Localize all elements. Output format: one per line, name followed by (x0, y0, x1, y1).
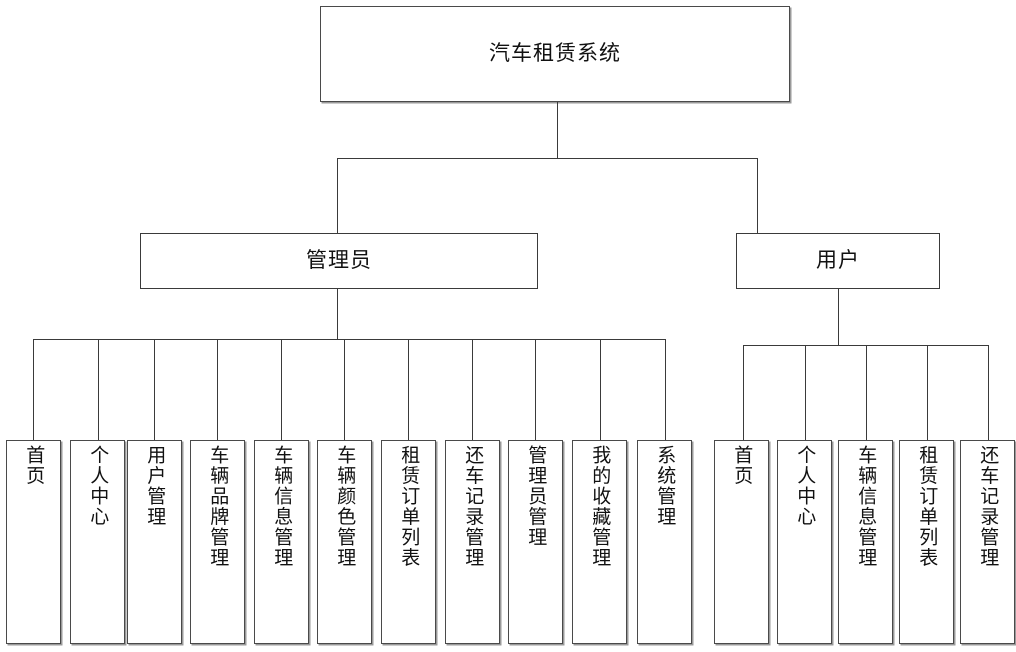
leaf-admin-vehicle-brand-management-label: 车辆品牌管理 (207, 445, 230, 568)
leaf-user-return-record-management-label: 还车记录管理 (977, 445, 1000, 568)
leaf-admin-personal-center-label: 个人中心 (87, 445, 110, 527)
leaf-admin-vehicle-info-management[interactable]: 车辆信息管理 (254, 440, 309, 644)
connector-user-drop-1 (743, 345, 744, 440)
leaf-user-personal-center-label: 个人中心 (794, 445, 817, 527)
leaf-admin-administrator-management[interactable]: 管理员管理 (508, 440, 563, 644)
leaf-admin-home[interactable]: 首页 (6, 440, 61, 644)
leaf-admin-home-label: 首页 (23, 445, 46, 486)
leaf-admin-vehicle-color-management[interactable]: 车辆颜色管理 (317, 440, 372, 644)
connector-admin-drop-4 (217, 339, 218, 440)
connector-admin-drop-10 (600, 339, 601, 440)
leaf-user-return-record-management[interactable]: 还车记录管理 (960, 440, 1015, 644)
leaf-user-rental-order-list-label: 租赁订单列表 (916, 445, 939, 568)
connector-user-drop-5 (988, 345, 989, 440)
root-node-label: 汽车租赁系统 (489, 41, 621, 66)
leaf-admin-vehicle-color-management-label: 车辆颜色管理 (334, 445, 357, 568)
leaf-admin-return-record-management[interactable]: 还车记录管理 (445, 440, 500, 644)
leaf-user-vehicle-info-management[interactable]: 车辆信息管理 (838, 440, 893, 644)
leaf-user-rental-order-list[interactable]: 租赁订单列表 (899, 440, 954, 644)
leaf-admin-rental-order-list-label: 租赁订单列表 (398, 445, 421, 568)
connector-root-bus (337, 158, 757, 159)
leaf-admin-my-favorites-management-label: 我的收藏管理 (589, 445, 612, 568)
leaf-admin-system-management-label: 系统管理 (654, 445, 677, 527)
connector-admin-drop-6 (344, 339, 345, 440)
connector-admin-bus (33, 339, 666, 340)
leaf-user-vehicle-info-management-label: 车辆信息管理 (855, 445, 878, 568)
connector-admin-stem (337, 289, 338, 339)
leaf-admin-system-management[interactable]: 系统管理 (637, 440, 692, 644)
branch-user-label: 用户 (816, 248, 860, 273)
connector-user-drop-4 (927, 345, 928, 440)
branch-node-user[interactable]: 用户 (736, 233, 940, 289)
leaf-admin-vehicle-brand-management[interactable]: 车辆品牌管理 (190, 440, 245, 644)
connector-user-drop-2 (805, 345, 806, 440)
leaf-user-personal-center[interactable]: 个人中心 (777, 440, 832, 644)
leaf-admin-user-management-label: 用户管理 (144, 445, 167, 527)
leaf-user-home-label: 首页 (731, 445, 754, 486)
leaf-admin-return-record-management-label: 还车记录管理 (462, 445, 485, 568)
leaf-admin-administrator-management-label: 管理员管理 (525, 445, 548, 548)
connector-user-drop-3 (866, 345, 867, 440)
connector-admin-drop-7 (408, 339, 409, 440)
branch-administrator-label: 管理员 (306, 248, 372, 273)
connector-root-to-admin (337, 158, 338, 233)
connector-user-bus (743, 345, 988, 346)
leaf-admin-user-management[interactable]: 用户管理 (127, 440, 182, 644)
leaf-user-home[interactable]: 首页 (714, 440, 769, 644)
connector-user-stem (838, 289, 839, 345)
connector-admin-drop-2 (98, 339, 99, 440)
connector-admin-drop-9 (535, 339, 536, 440)
connector-admin-drop-3 (154, 339, 155, 440)
leaf-admin-personal-center[interactable]: 个人中心 (70, 440, 125, 644)
connector-root-stem (557, 102, 558, 158)
root-node-car-rental-system[interactable]: 汽车租赁系统 (320, 6, 790, 102)
leaf-admin-vehicle-info-management-label: 车辆信息管理 (271, 445, 294, 568)
branch-node-administrator[interactable]: 管理员 (140, 233, 538, 289)
leaf-admin-rental-order-list[interactable]: 租赁订单列表 (381, 440, 436, 644)
connector-root-to-user (757, 158, 758, 233)
connector-admin-drop-8 (472, 339, 473, 440)
connector-admin-drop-5 (281, 339, 282, 440)
leaf-admin-my-favorites-management[interactable]: 我的收藏管理 (572, 440, 627, 644)
connector-admin-drop-11 (665, 339, 666, 440)
connector-admin-drop-1 (33, 339, 34, 440)
